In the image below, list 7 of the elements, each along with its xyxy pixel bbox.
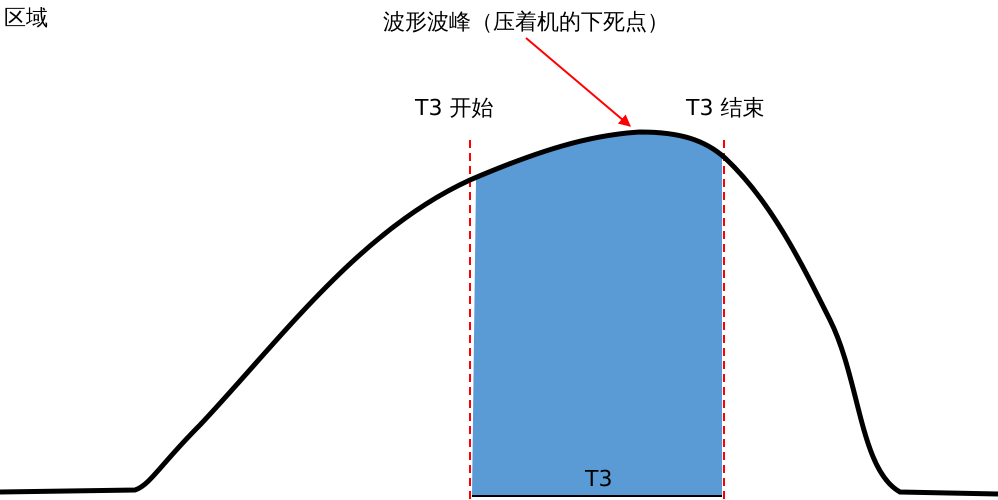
waveform-curve [0, 130, 998, 496]
annotation-text: 波形波峰（压着机的下死点） [383, 10, 669, 36]
start-label: T3 开始 [415, 96, 494, 122]
leader-arrow [525, 37, 631, 127]
end-label: T3 结束 [686, 96, 764, 122]
region-label: 区域 [4, 6, 48, 32]
interval-label: T3 [585, 467, 612, 493]
